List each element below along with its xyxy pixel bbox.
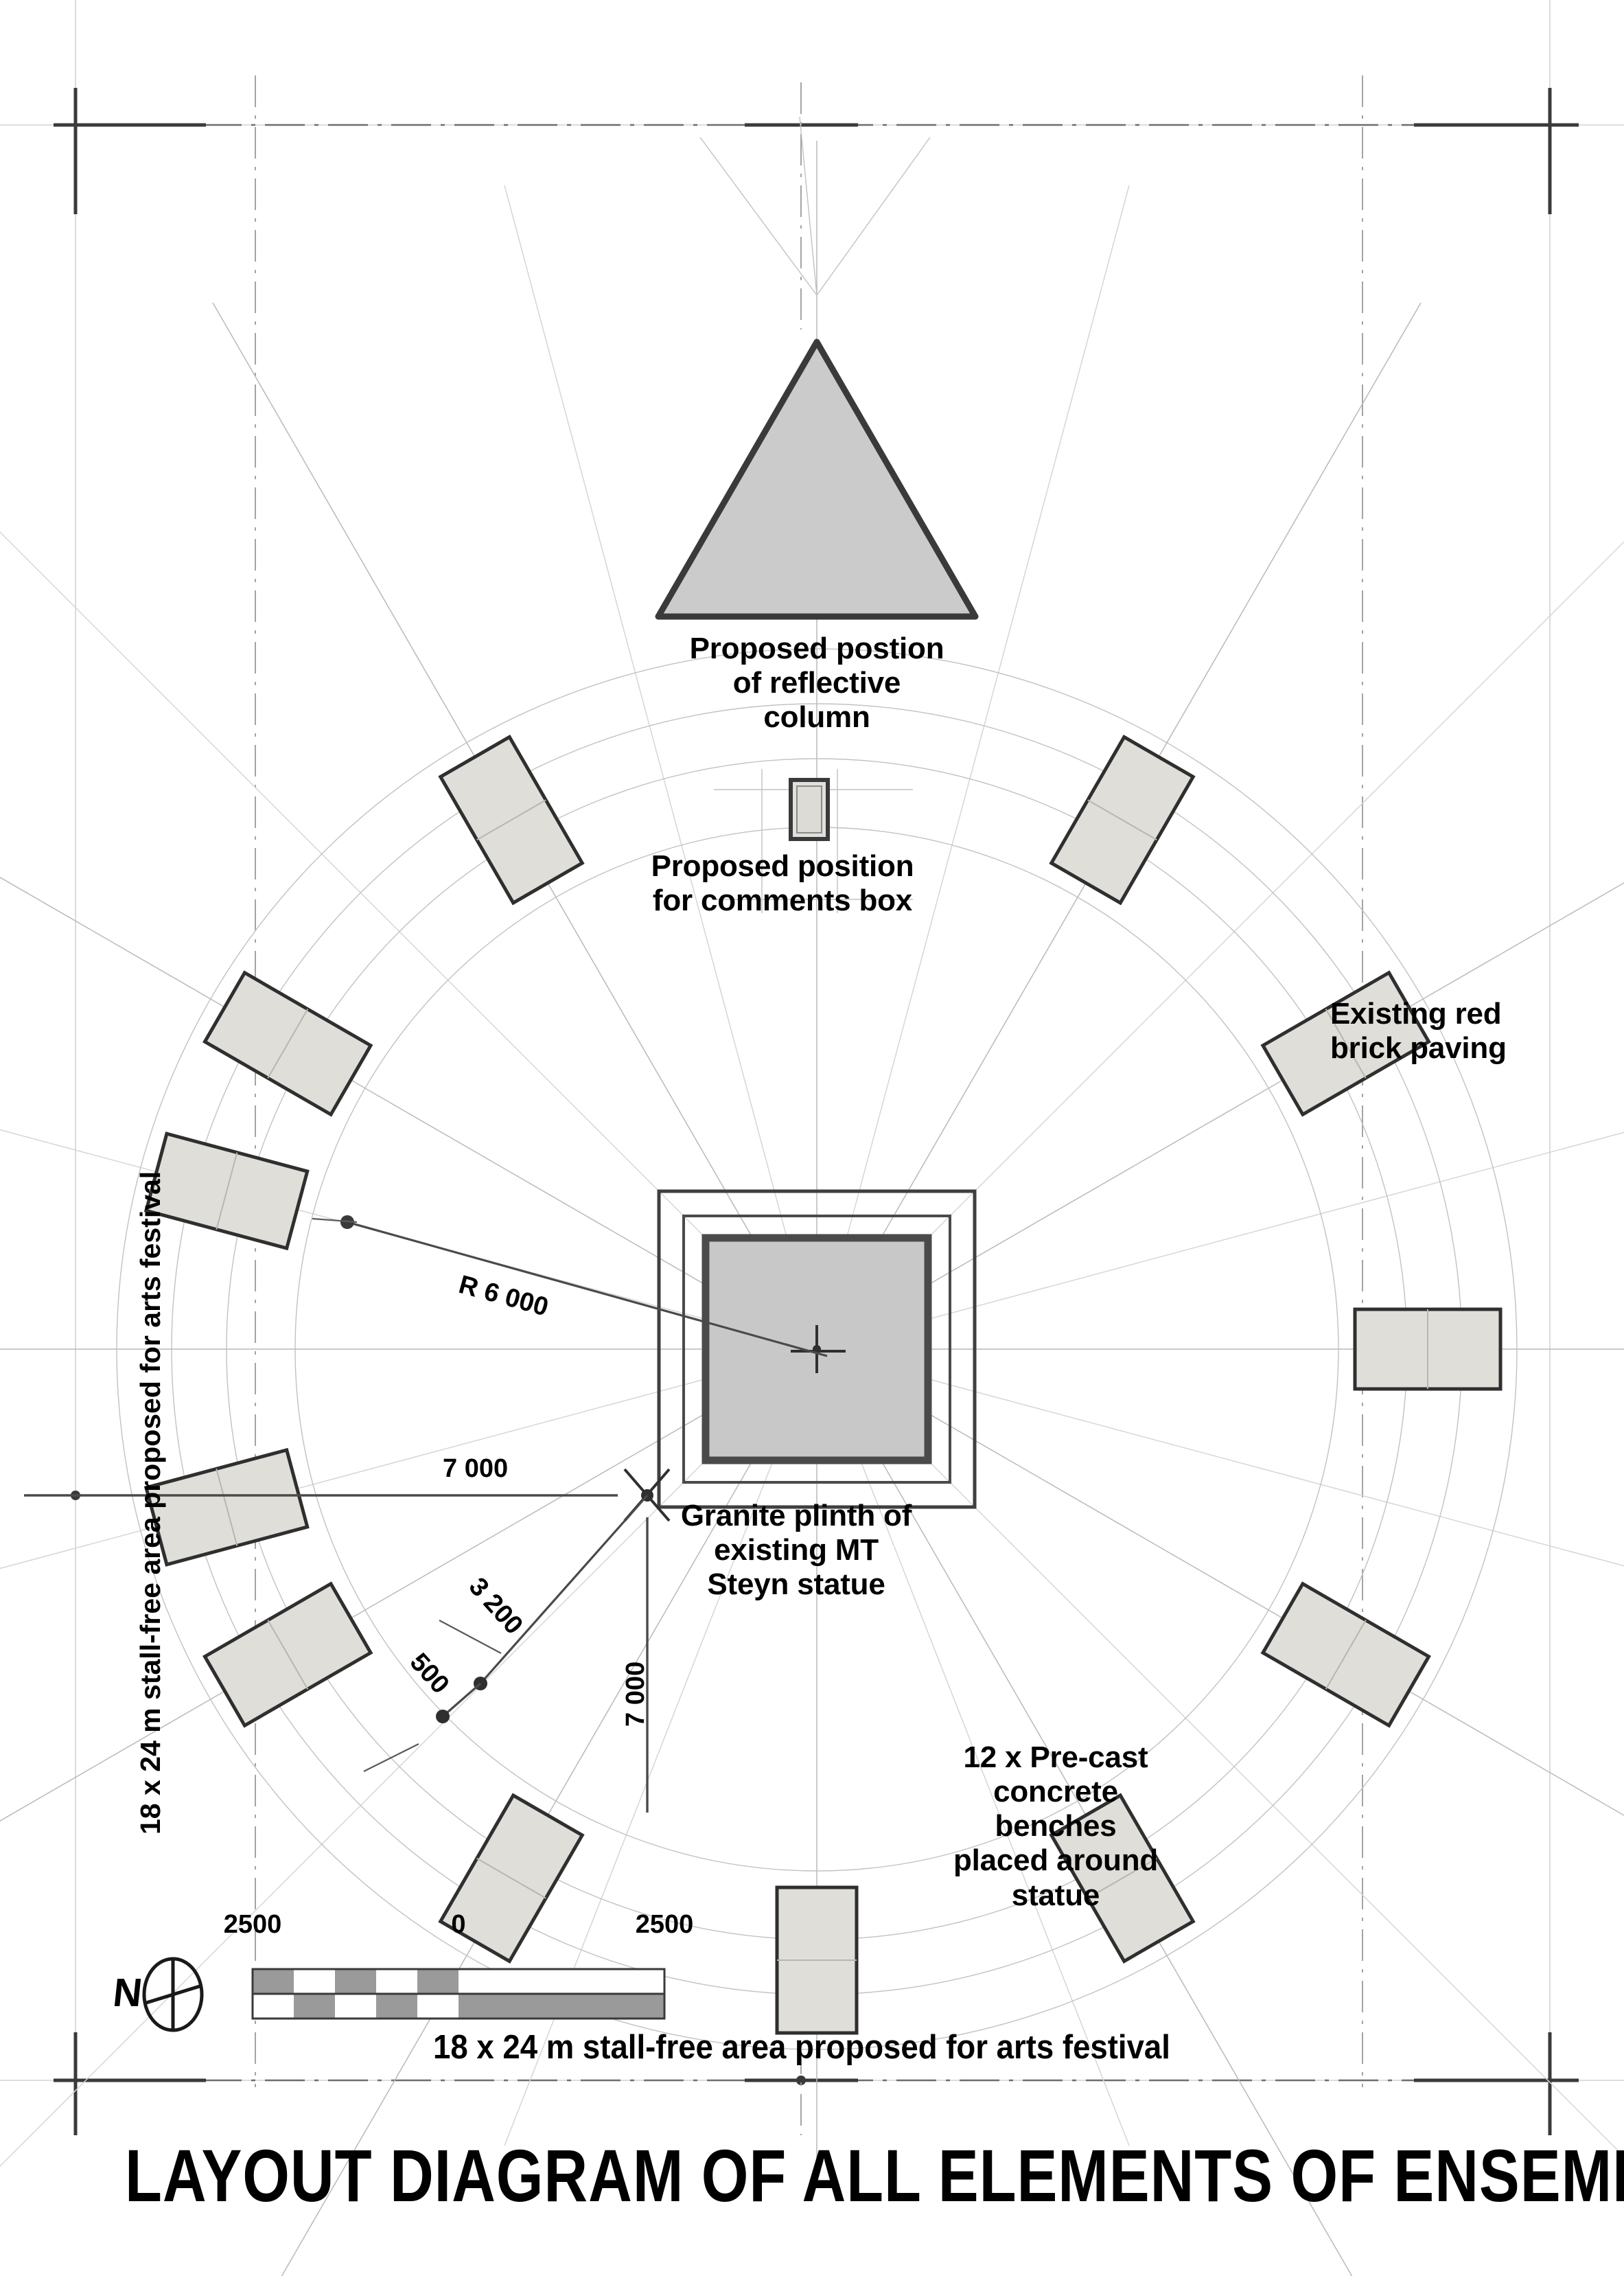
bench [143,1131,310,1251]
red-brick-paving-label: Existing red brick paving [1330,997,1507,1066]
north-arrow-icon [142,1957,204,2032]
scale-left-label: 2500 [223,1910,282,1939]
edge-ticks [71,123,858,2085]
granite-plinth-shape [657,1189,977,1509]
vertical-7000-dimension-label: 7 000 [621,1661,650,1727]
reflective-column-shape [655,116,979,620]
stall-free-area-bottom-label: 18 x 24 m stall-free area proposed for a… [433,2029,1170,2066]
bench [438,735,585,906]
bench [202,970,373,1117]
stall-free-area-vertical-label: 18 x 24 m stall-free area proposed for a… [135,1171,166,1835]
reflective-column-label: Proposed postion of reflective column [689,632,944,735]
bench [1353,1307,1503,1391]
bench [1049,1793,1196,1964]
registration-marks [54,88,1579,2135]
comments-box-label: Proposed position for comments box [651,849,914,918]
bench-ring [143,735,1503,2035]
bench [1260,1581,1431,1728]
bench [775,1885,859,2035]
scale-right-label: 2500 [635,1910,694,1939]
bench [1260,970,1431,1117]
horizontal-7000-dimension-label: 7 000 [443,1454,509,1483]
scale-center-label: 0 [451,1910,466,1939]
benches-label: 12 x Pre-cast concrete benches placed ar… [953,1740,1159,1912]
comments-box-shape [714,769,913,913]
page-title: LAYOUT DIAGRAM OF ALL ELEMENTS OF ENSEMB… [125,2135,1624,2218]
granite-plinth-label: Granite plinth of existing MT Steyn stat… [680,1499,912,1602]
bench [438,1793,585,1964]
bench [1049,735,1196,906]
north-label: N [111,1970,145,2015]
bench [143,1447,310,1567]
dimension-lines [24,1215,828,1813]
bench [202,1581,373,1728]
scale-bar [251,1968,666,2020]
